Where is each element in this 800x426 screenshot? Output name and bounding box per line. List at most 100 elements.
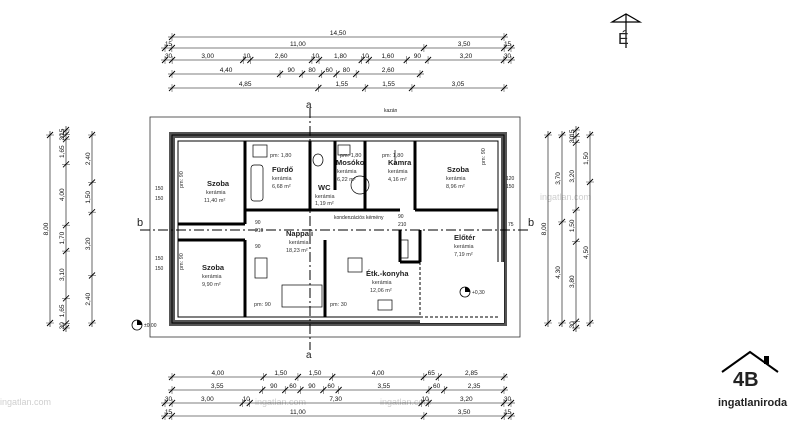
dimension-text: 30 <box>165 396 173 403</box>
opening-label: 120 <box>506 176 515 182</box>
dimension-text: 1,65 <box>59 145 66 158</box>
room-name: Étk.-konyha <box>366 269 409 278</box>
room-area: 9,90 m² <box>202 282 221 288</box>
room-pm: pm: 90 <box>481 148 487 165</box>
opening-label: 210 <box>398 222 407 228</box>
room-name: Nappali <box>286 229 313 238</box>
dimension-text: 60 <box>289 383 297 390</box>
dimension-text: 1,50 <box>583 152 590 165</box>
room-material: kerámia <box>272 176 293 182</box>
company-logo: 4B ingatlaniroda <box>718 350 788 409</box>
dimension-text: 30 <box>59 322 66 330</box>
chimney-label: kondenzációs kémény <box>334 215 384 221</box>
elevation-label: ±0,00 <box>144 323 157 329</box>
dimension-text: 15 <box>569 129 576 137</box>
dimension-text: 15 <box>59 128 66 136</box>
dimension-text: 30 <box>569 321 576 329</box>
dimension-text: 3,55 <box>377 383 390 390</box>
dimension-text: 14,50 <box>330 30 347 37</box>
room-area: 1,19 m² <box>315 201 334 207</box>
room-pm: pm: 1,80 <box>270 153 291 159</box>
dimension-text: 15 <box>504 41 512 48</box>
dimension-text: 3,00 <box>201 53 214 60</box>
dimension-text: 60 <box>327 383 335 390</box>
dimension-text: 3,70 <box>555 172 562 185</box>
dimension-text: 4,00 <box>372 370 385 377</box>
dimension-text: 15 <box>165 409 173 416</box>
dimension-text: 11,00 <box>290 409 306 416</box>
dimension-text: 11,00 <box>290 41 306 48</box>
watermark: ingatlan.com <box>540 192 591 202</box>
elevation-label: +0,30 <box>472 290 485 296</box>
dimension-text: 3,05 <box>452 81 465 88</box>
opening-label: 150 <box>506 184 515 190</box>
dimension-text: 2,85 <box>465 370 478 377</box>
dimension-text: 1,50 <box>85 191 92 204</box>
dimension-text: 15 <box>504 409 512 416</box>
room-area: 11,40 m² <box>204 198 225 204</box>
opening-labels: 150 150 150 150 90 90 90 210 210 75 120 … <box>155 176 515 272</box>
room-name: Fürdő <box>272 165 294 174</box>
exterior-walls <box>169 132 507 326</box>
dimension-text: 10 <box>243 53 251 60</box>
dimension-text: 4,00 <box>59 188 66 201</box>
dimension-text: 30 <box>569 135 576 143</box>
dimension-text: 3,20 <box>85 237 92 250</box>
room-name: Előtér <box>454 233 475 242</box>
room-pm: pm: 90 <box>179 253 185 270</box>
room-material: kerámia <box>289 240 310 246</box>
dimension-text: 3,20 <box>460 396 473 403</box>
opening-label: 150 <box>155 256 164 262</box>
dimension-text: 90 <box>270 383 278 390</box>
room-material: kerámia <box>446 176 467 182</box>
room-pm: pm: 90 <box>254 302 271 308</box>
dimension-text: 4,30 <box>555 266 562 279</box>
dimension-text: 1,65 <box>59 304 66 317</box>
room-material: kerámia <box>202 274 223 280</box>
room-name: WC <box>318 183 331 192</box>
dimension-text: 3,50 <box>458 41 471 48</box>
room-area: 6,22 m² <box>337 177 356 183</box>
dimension-text: 2,60 <box>275 53 288 60</box>
dimension-text: 80 <box>308 67 316 74</box>
dimension-text: 65 <box>428 370 436 377</box>
room-material: kerámia <box>315 194 336 200</box>
dimension-text: 4,00 <box>211 370 224 377</box>
section-lines <box>140 108 530 350</box>
room-area: 12,06 m² <box>370 288 392 294</box>
watermark: ingatlan.com <box>380 397 431 407</box>
dimension-text: 4,40 <box>220 67 233 74</box>
dimension-text: 10 <box>362 53 370 60</box>
dimension-text: 80 <box>343 67 351 74</box>
dimension-text: 90 <box>287 67 295 74</box>
dimension-text: 3,00 <box>201 396 214 403</box>
room-material: kerámia <box>337 169 358 175</box>
dimension-text: 2,40 <box>85 152 92 165</box>
dimension-text: 3,80 <box>569 275 576 288</box>
dimension-text: 4,50 <box>583 246 590 259</box>
dimension-text: 1,80 <box>334 53 347 60</box>
boiler-label: kazán <box>384 108 398 114</box>
dimension-text: 1,55 <box>382 81 395 88</box>
room-material: kerámia <box>388 169 409 175</box>
dimension-text: 1,60 <box>381 53 394 60</box>
logo-mark: 4B <box>733 369 759 391</box>
dimension-text: 2,35 <box>468 383 481 390</box>
dimension-text: 30 <box>165 53 173 60</box>
section-label: b <box>137 217 143 229</box>
section-label: a <box>306 100 312 111</box>
site-boundary <box>149 116 521 338</box>
opening-label: 210 <box>255 228 264 234</box>
dimension-text: 1,55 <box>335 81 348 88</box>
room-area: 7,19 m² <box>454 252 473 258</box>
room-pm: pm: 90 <box>179 171 185 188</box>
room-area: 4,16 m² <box>388 177 407 183</box>
opening-label: 75 <box>508 222 514 228</box>
room-material: kerámia <box>372 280 393 286</box>
dimension-text: 3,50 <box>458 409 471 416</box>
room-material: kerámia <box>206 190 227 196</box>
opening-label: 90 <box>255 244 261 250</box>
dimension-text: 3,20 <box>460 53 473 60</box>
dimension-text: 10 <box>243 396 251 403</box>
dimension-text: 8,00 <box>541 222 548 235</box>
